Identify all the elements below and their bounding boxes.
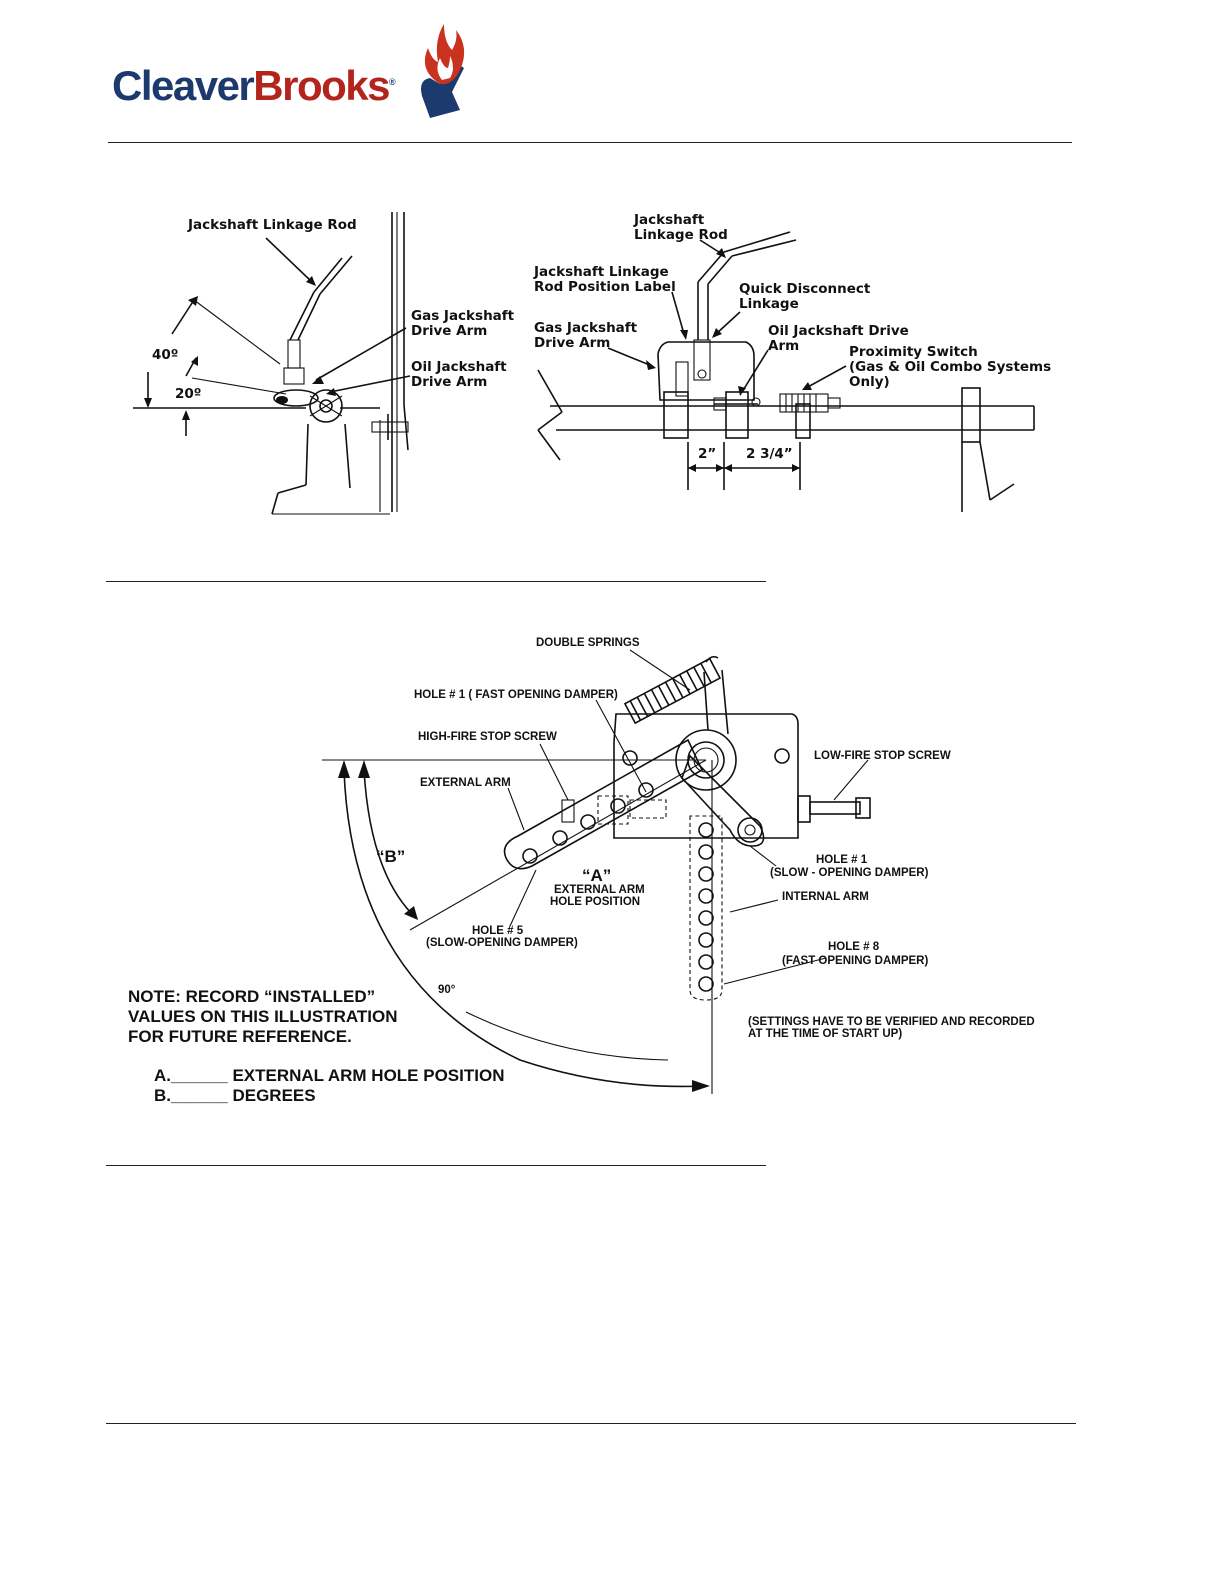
label-hole1-slow-line2: (SLOW - OPENING DAMPER) <box>770 867 929 879</box>
header-rule <box>108 142 1072 143</box>
label-right-rod-line1: Jackshaft <box>633 212 705 228</box>
record-item-b: B.______ DEGREES <box>154 1086 316 1105</box>
flame-hand-icon <box>421 24 465 118</box>
label-high-fire-stop-screw: HIGH-FIRE STOP SCREW <box>418 731 557 743</box>
label-external-arm: EXTERNAL ARM <box>420 777 511 789</box>
label-prox-line1: Proximity Switch <box>849 344 978 360</box>
label-hole1-fast: HOLE # 1 ( FAST OPENING DAMPER) <box>414 689 618 701</box>
label-angle-20: 20º <box>175 386 201 402</box>
note-line3: FOR FUTURE REFERENCE. <box>128 1027 352 1046</box>
label-gas-arm-line2: Drive Arm <box>411 323 487 339</box>
label-double-springs: DOUBLE SPRINGS <box>536 637 640 649</box>
logo-registered-mark: ® <box>388 77 396 87</box>
settings-note-line1: (SETTINGS HAVE TO BE VERIFIED AND RECORD… <box>748 1016 1035 1028</box>
label-rod-position-line2: Rod Position Label <box>534 279 676 295</box>
figure-right-jackshaft-assembly: Jackshaft Linkage Rod Jackshaft Linkage … <box>533 212 1051 512</box>
label-hole5-line2: (SLOW-OPENING DAMPER) <box>426 937 578 949</box>
label-quick-disconnect-line2: Linkage <box>739 296 799 312</box>
label-oil-arm-line2: Drive Arm <box>411 374 487 390</box>
label-jackshaft-linkage-rod: Jackshaft Linkage Rod <box>187 217 357 233</box>
label-internal-arm: INTERNAL ARM <box>782 891 869 903</box>
label-right-oil-arm-line1: Oil Jackshaft Drive <box>768 323 909 339</box>
logo-wordmark: CleaverBrooks® <box>112 62 396 110</box>
label-ext-hole-line1: EXTERNAL ARM <box>554 884 645 896</box>
label-prox-line2: (Gas & Oil Combo Systems <box>849 359 1051 375</box>
label-rod-position-line1: Jackshaft Linkage <box>533 264 669 280</box>
label-right-gas-arm-line2: Drive Arm <box>534 335 610 351</box>
label-right-gas-arm-line1: Gas Jackshaft <box>534 320 638 336</box>
label-hole8-line2: (FAST OPENING DAMPER) <box>782 955 928 967</box>
figure-damper-arm-assembly: DOUBLE SPRINGS HOLE # 1 ( FAST OPENING D… <box>128 637 1035 1105</box>
label-hole5-line1: HOLE # 5 <box>472 925 524 937</box>
logo-word-brooks: Brooks <box>253 62 390 109</box>
figure-left-jackshaft-angles: Jackshaft Linkage Rod Gas Jackshaft Driv… <box>133 212 515 515</box>
figure2-bottom-rule <box>106 1165 766 1166</box>
record-item-a: A.______ EXTERNAL ARM HOLE POSITION <box>154 1066 504 1085</box>
label-prox-line3: Only) <box>849 374 890 390</box>
note-line2: VALUES ON THIS ILLUSTRATION <box>128 1007 397 1026</box>
label-a-marker: “A” <box>582 866 611 885</box>
label-b-marker: “B” <box>376 847 405 866</box>
footer-rule <box>106 1423 1076 1424</box>
label-hole1-slow-line1: HOLE # 1 <box>816 854 868 866</box>
label-quick-disconnect-line1: Quick Disconnect <box>739 281 871 297</box>
settings-note-line2: AT THE TIME OF START UP) <box>748 1028 902 1040</box>
label-hole8-line1: HOLE # 8 <box>828 941 880 953</box>
cleaver-brooks-logo: CleaverBrooks® <box>108 18 488 128</box>
label-right-oil-arm-line2: Arm <box>768 338 799 354</box>
label-dim-2in: 2” <box>698 446 716 462</box>
label-right-rod-line2: Linkage Rod <box>634 227 728 243</box>
figure1-bottom-rule <box>106 581 766 582</box>
label-oil-arm-line1: Oil Jackshaft <box>411 359 507 375</box>
logo-word-cleaver: Cleaver <box>112 62 255 109</box>
note-line1: NOTE: RECORD “INSTALLED” <box>128 987 375 1006</box>
label-90-degrees: 90° <box>438 984 456 996</box>
label-low-fire-stop-screw: LOW-FIRE STOP SCREW <box>814 750 951 762</box>
label-angle-40: 40º <box>152 347 178 363</box>
label-gas-arm-line1: Gas Jackshaft <box>411 308 515 324</box>
label-ext-hole-line2: HOLE POSITION <box>550 896 640 908</box>
label-dim-2-3-4in: 2 3/4” <box>746 446 793 462</box>
